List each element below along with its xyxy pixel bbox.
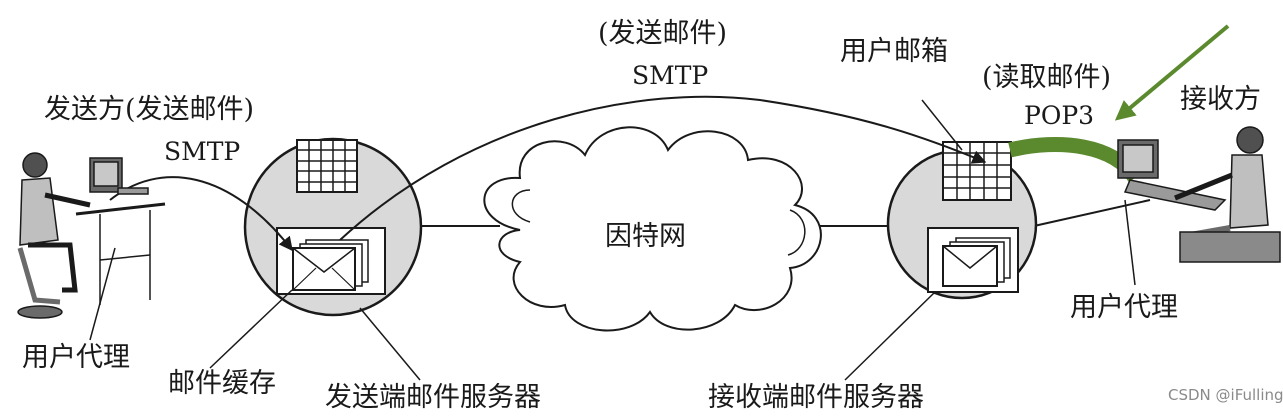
read-action-label: (读取邮件) bbox=[982, 62, 1111, 93]
send-cache-box bbox=[276, 227, 386, 295]
send-server-grid-icon bbox=[296, 139, 358, 193]
sender-protocol-label: SMTP bbox=[164, 137, 240, 166]
smtp-arc-line bbox=[339, 95, 987, 241]
send-server-label: 发送端邮件服务器 bbox=[325, 382, 541, 413]
recv-server-label: 接收端邮件服务器 bbox=[708, 382, 924, 413]
leader-send-server bbox=[359, 307, 421, 381]
user-agent-left-label: 用户代理 bbox=[22, 342, 130, 373]
receiver-label: 接收方 bbox=[1180, 84, 1261, 115]
sender-person-icon bbox=[17, 152, 166, 319]
leader-mailbox bbox=[921, 99, 963, 151]
sender-label: 发送方(发送邮件) bbox=[44, 94, 254, 125]
top-action-label: (发送邮件) bbox=[598, 18, 727, 49]
pop3-read-arrow bbox=[1008, 137, 1142, 183]
mailbox-label: 用户邮箱 bbox=[840, 36, 948, 67]
mailbox-grid-icon bbox=[942, 141, 1012, 201]
internet-label: 因特网 bbox=[605, 221, 686, 252]
leader-mail-cache bbox=[209, 289, 293, 369]
link-right-server-user bbox=[1033, 199, 1151, 227]
recv-server bbox=[886, 141, 1038, 300]
watermark: CSDN @iFulling bbox=[1168, 386, 1283, 404]
receiver-person-icon bbox=[1117, 126, 1281, 263]
green-annotation-arrow bbox=[1114, 24, 1230, 121]
leader-recv-server bbox=[844, 291, 936, 381]
recv-cache-box bbox=[927, 227, 1019, 293]
leader-user-agent-right bbox=[1124, 199, 1136, 286]
send-server bbox=[243, 137, 423, 317]
leader-user-agent-left bbox=[89, 247, 116, 341]
user-agent-right-label: 用户代理 bbox=[1070, 292, 1178, 323]
read-protocol-label: POP3 bbox=[1024, 101, 1094, 130]
mail-cache-label: 邮件缓存 bbox=[168, 368, 276, 399]
internet-cloud bbox=[483, 126, 822, 332]
top-protocol-label: SMTP bbox=[632, 61, 708, 90]
